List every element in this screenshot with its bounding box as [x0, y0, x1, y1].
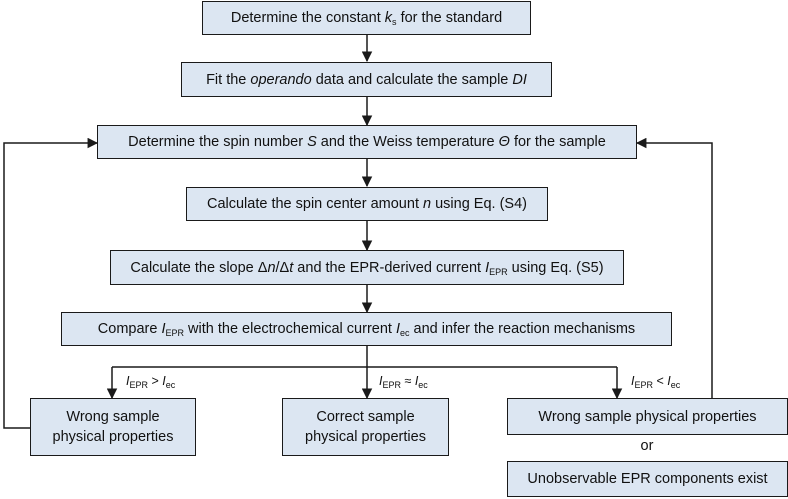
node-spin-weiss: Determine the spin number S and the Weis… — [97, 125, 637, 159]
node-unobservable-epr: Unobservable EPR components exist — [507, 461, 788, 497]
node-fit-operando: Fit the operando data and calculate the … — [181, 62, 552, 97]
node-compare-currents: Compare IEPR with the electrochemical cu… — [61, 312, 672, 346]
condition-epr-greater: IEPR > Iec — [126, 374, 176, 390]
node-slope-epr-current: Calculate the slope Δn/Δt and the EPR-de… — [110, 250, 624, 285]
feedback-left — [3, 137, 99, 429]
condition-epr-less: IEPR < Iec — [631, 374, 681, 390]
or-label: or — [640, 438, 654, 454]
node-spin-center-amount: Calculate the spin center amount n using… — [186, 187, 548, 221]
node-wrong-sample-right: Wrong sample physical properties — [507, 398, 788, 435]
condition-epr-approx: IEPR ≈ Iec — [379, 374, 428, 390]
node-determine-ks: Determine the constant ks for the standa… — [202, 1, 531, 35]
feedback-right — [635, 137, 713, 398]
